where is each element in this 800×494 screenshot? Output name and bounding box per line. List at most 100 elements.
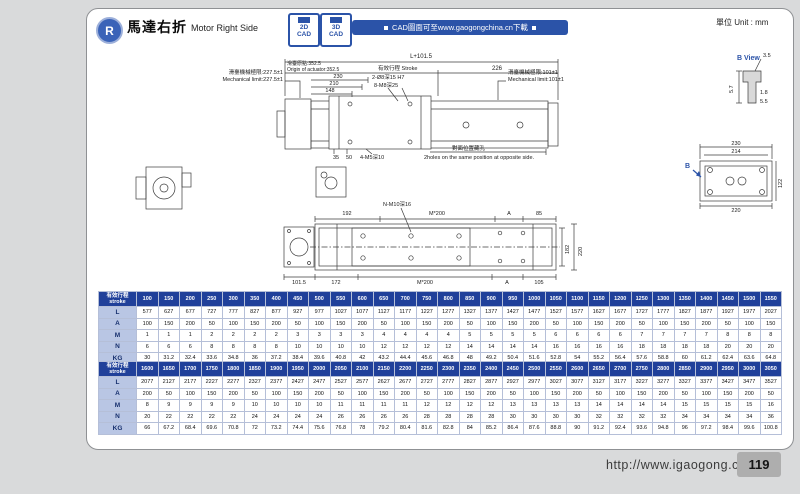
cad-3d-icon: 3D CAD: [320, 13, 352, 47]
cad-3d-glyph: [330, 17, 342, 23]
stroke-header-cell: 2900: [695, 361, 718, 377]
dim-5-5: 5.5: [760, 99, 768, 105]
stroke-header-cell: 150: [157, 291, 180, 307]
value-cell: 627: [157, 306, 180, 319]
value-cell: 100: [222, 317, 245, 330]
value-cell: 877: [265, 306, 288, 319]
value-cell: 2177: [179, 376, 202, 389]
plan-dim-220: 220: [578, 246, 584, 256]
row-label: KG: [98, 422, 137, 435]
value-cell: 66: [136, 422, 159, 435]
value-cell: 200: [695, 317, 718, 330]
stroke-header-cell: 2650: [587, 361, 610, 377]
stroke-header-cell: 2750: [630, 361, 653, 377]
value-cell: 100: [480, 317, 503, 330]
stroke-header-cell: 1550: [759, 291, 782, 307]
value-cell: 5: [458, 329, 481, 342]
value-cell: 4: [437, 329, 460, 342]
value-cell: 100: [308, 317, 331, 330]
value-cell: 91.2: [587, 422, 610, 435]
value-cell: 28: [437, 410, 460, 423]
value-cell: 15: [673, 399, 696, 412]
stroke-header-cell: 1250: [630, 291, 653, 307]
dim-148: 148: [325, 88, 335, 94]
plan-dim-192: 192: [342, 211, 352, 217]
value-cell: 7: [673, 329, 696, 342]
stroke-header-cell: 1350: [673, 291, 696, 307]
value-cell: 1677: [609, 306, 632, 319]
value-cell: 16: [587, 340, 610, 353]
value-cell: 50: [673, 387, 696, 400]
value-cell: 11: [329, 399, 352, 412]
value-cell: 8: [759, 329, 782, 342]
stroke-header-cell: 350: [243, 291, 266, 307]
stroke-header-cell: 2700: [609, 361, 632, 377]
value-cell: 12: [372, 340, 395, 353]
value-cell: 9: [179, 399, 202, 412]
stroke-header-cell: 1100: [566, 291, 589, 307]
value-cell: 78: [351, 422, 374, 435]
value-cell: 10: [308, 340, 331, 353]
value-cell: 1627: [587, 306, 610, 319]
cad-3d-line2: CAD: [328, 31, 344, 39]
value-cell: 3177: [609, 376, 632, 389]
value-cell: 18: [652, 340, 675, 353]
value-cell: 30: [501, 410, 524, 423]
value-cell: 150: [673, 317, 696, 330]
stroke-header-cell: 850: [458, 291, 481, 307]
cad-2d-icon: 2D CAD: [288, 13, 320, 47]
value-cell: 3127: [587, 376, 610, 389]
value-cell: 4: [372, 329, 395, 342]
value-cell: 10: [286, 399, 309, 412]
value-cell: 577: [136, 306, 159, 319]
stroke-header-cell: 3050: [759, 361, 782, 377]
page-title-zh: 馬達右折: [127, 19, 187, 35]
value-cell: 10: [243, 399, 266, 412]
dim-1-8: 1.8: [760, 90, 768, 96]
value-cell: 2: [243, 329, 266, 342]
value-cell: 15: [716, 399, 739, 412]
plan-dim-a-top: A: [507, 211, 511, 217]
section-dim-230: 230: [731, 141, 741, 147]
plan-dim-172: 172: [331, 280, 341, 286]
value-cell: 30: [544, 410, 567, 423]
cad-2d-line2: CAD: [296, 31, 312, 39]
value-cell: 200: [480, 387, 503, 400]
value-cell: 1227: [415, 306, 438, 319]
banner-text: CAD圖面可至www.gaogongchina.cn下載: [392, 23, 528, 32]
value-cell: 7: [652, 329, 675, 342]
value-cell: 72: [243, 422, 266, 435]
value-cell: 2877: [480, 376, 503, 389]
value-cell: 14: [630, 399, 653, 412]
origin-label-zh: 滑臺原點:352.5: [287, 61, 321, 67]
value-cell: 86.4: [501, 422, 524, 435]
value-cell: 8: [200, 340, 223, 353]
section-dim-122: 122: [778, 178, 784, 188]
value-cell: 14: [652, 399, 675, 412]
value-cell: 200: [437, 317, 460, 330]
value-cell: 14: [587, 399, 610, 412]
value-cell: 3: [329, 329, 352, 342]
value-cell: 28: [480, 410, 503, 423]
value-cell: 12: [437, 340, 460, 353]
value-cell: 1127: [372, 306, 395, 319]
value-cell: 5: [480, 329, 503, 342]
value-cell: 1927: [716, 306, 739, 319]
value-cell: 36: [759, 410, 782, 423]
value-cell: 677: [179, 306, 202, 319]
value-cell: 32: [609, 410, 632, 423]
value-cell: 100: [609, 387, 632, 400]
value-cell: 13: [566, 399, 589, 412]
value-cell: 20: [716, 340, 739, 353]
value-cell: 16: [566, 340, 589, 353]
value-cell: 50: [716, 317, 739, 330]
section-dim-214: 214: [731, 149, 741, 155]
value-cell: 16: [609, 340, 632, 353]
value-cell: 79.2: [372, 422, 395, 435]
value-cell: 34: [673, 410, 696, 423]
value-cell: 22: [200, 410, 223, 423]
value-cell: 85.2: [480, 422, 503, 435]
value-cell: 14: [523, 340, 546, 353]
